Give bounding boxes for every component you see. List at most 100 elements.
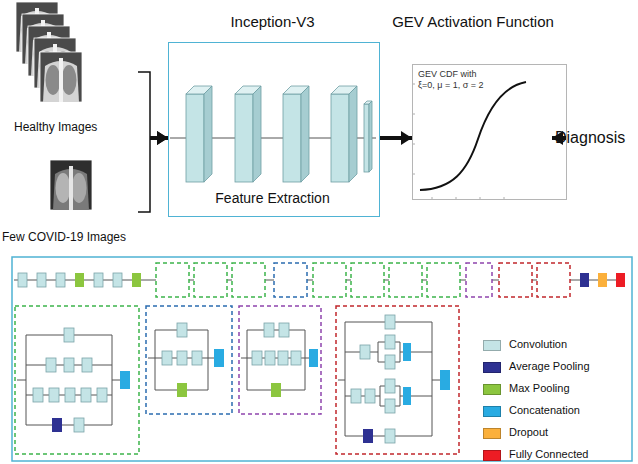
inception-blocks (253, 86, 261, 182)
network-panel (499, 263, 532, 297)
network-panel (351, 263, 384, 297)
inception-module-e (351, 389, 361, 403)
node-text: GEV CDF with ξ=0, μ = 1, σ = 2 (418, 69, 493, 91)
covid-xray (50, 160, 92, 210)
inception-module-a (46, 358, 56, 372)
image-group: Few COVID-19 Images (0, 158, 138, 248)
inception-module-a (82, 358, 92, 372)
inception-module-a (15, 306, 139, 454)
node-label: Inception-V3 (169, 13, 376, 31)
output-label: Diagnosis (552, 128, 628, 148)
inception-blocks (369, 101, 372, 172)
network-panel (598, 273, 607, 287)
inception-blocks (235, 94, 253, 182)
inception-module-a (81, 388, 91, 402)
healthy-xray-stack (16, 2, 82, 102)
network-panel (56, 273, 65, 287)
gev-curve (412, 82, 526, 200)
node-label: Diagnosis (555, 128, 625, 147)
legend-row: Dropout (483, 422, 590, 444)
inception-blocks (301, 86, 309, 182)
legend-label: Concatenation (509, 404, 580, 417)
legend: ConvolutionAverage PoolingMax PoolingCon… (483, 334, 590, 464)
flow-arrow (380, 131, 412, 145)
inception-module-e (365, 389, 375, 403)
inception-module-a (52, 418, 62, 432)
reduction-module-b (278, 351, 288, 365)
reduction-module-a (214, 349, 224, 367)
covid-xray (50, 160, 92, 210)
legend-swatch (483, 450, 501, 461)
inception-module-e (385, 355, 395, 369)
inception-blocks (331, 94, 349, 182)
inception-module-e (440, 370, 450, 390)
inception-module-a (15, 306, 139, 454)
legend-label: Convolution (509, 338, 567, 351)
legend-swatch (483, 362, 501, 373)
network-panel (313, 263, 346, 297)
legend-swatch (483, 406, 501, 417)
network-panel (18, 273, 27, 287)
reduction-module-b (241, 330, 309, 390)
reduction-module-a (146, 306, 232, 414)
legend-swatch (483, 340, 501, 351)
reduction-module-b (239, 306, 321, 414)
inception-blocks (186, 94, 204, 182)
network-panel (616, 273, 625, 287)
flow-arrow (138, 72, 150, 138)
flow-arrow (401, 131, 412, 145)
inception-module-a (64, 358, 74, 372)
inception-module-e (403, 387, 411, 405)
healthy-xray-stack (40, 52, 82, 102)
node-label: Few COVID-19 Images (2, 230, 126, 244)
flow-arrow (157, 131, 168, 145)
inception-module-e (385, 335, 395, 349)
legend-row: Max Pooling (483, 378, 590, 400)
reduction-module-a (192, 351, 202, 365)
network-panel (94, 273, 103, 287)
node-text: Feature Extraction (169, 190, 376, 207)
flow-arrow (138, 72, 168, 145)
reduction-module-b (291, 351, 301, 365)
inception-blocks (204, 86, 212, 182)
gev-curve (420, 82, 526, 190)
network-panel (37, 273, 46, 287)
reduction-module-a (146, 306, 232, 414)
inception-module-a (65, 388, 75, 402)
legend-label: Dropout (509, 426, 548, 439)
network-panel (466, 263, 492, 297)
legend-row: Concatenation (483, 400, 590, 422)
inception-module-e (336, 306, 459, 454)
inception-module-a (64, 328, 74, 342)
inception-module-e (336, 306, 459, 454)
network-panel (580, 273, 589, 287)
inception-module-a (33, 388, 43, 402)
reduction-module-b (279, 323, 289, 337)
inception-module-e (338, 322, 440, 436)
network-panel (12, 257, 632, 461)
reduction-module-a (177, 323, 187, 337)
node-label: GEV Activation Function (382, 13, 564, 31)
reduction-module-a (177, 383, 187, 397)
legend-label: Fully Connected (509, 448, 589, 461)
legend-swatch (483, 384, 501, 395)
inception-module-e (360, 345, 370, 359)
inception-module-e (385, 429, 395, 443)
flow-arrow (157, 131, 168, 145)
reduction-module-b (252, 351, 262, 365)
inception-module-a (49, 388, 59, 402)
inception-blocks (364, 104, 369, 172)
reduction-module-b (264, 323, 274, 337)
inception-module-e (385, 379, 395, 393)
inception-module-a (17, 335, 120, 425)
reduction-module-b (309, 349, 318, 367)
reduction-module-b (271, 383, 281, 397)
inception-module-e (385, 315, 395, 329)
flow-arrow (138, 138, 150, 212)
network-panel (156, 263, 189, 297)
inception-module-a (120, 371, 130, 389)
network-panel (12, 257, 632, 461)
inception-module-a (74, 418, 84, 432)
legend-row: Convolution (483, 334, 590, 356)
